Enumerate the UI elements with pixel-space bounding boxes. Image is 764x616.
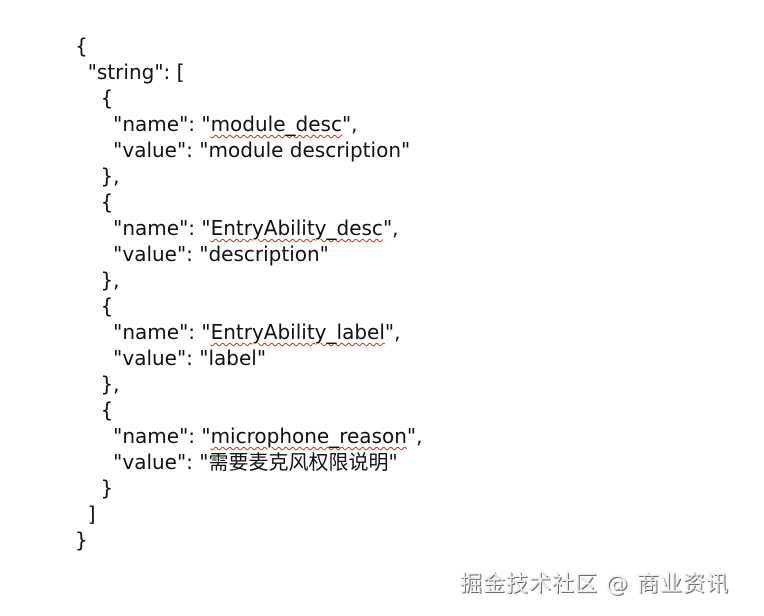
spellcheck-flagged-word: EntryAbility_label [210,320,385,344]
spellcheck-flagged-word: module_desc [210,112,342,136]
code-line: "name": "EntryAbility_desc", [113,216,399,240]
code-line: ] [87,502,96,526]
code-line: "value": "需要麦克风权限说明" [113,450,398,474]
code-line: }, [100,164,120,188]
code-line: "value": "description" [113,242,329,266]
code-line: }, [100,372,120,396]
spellcheck-flagged-word: microphone_reason [210,424,407,448]
code-line: { [100,86,114,110]
watermark: 掘金技术社区 @ 商业资讯 [460,572,729,597]
code-line: { [100,294,114,318]
spellcheck-flagged-word: EntryAbility_desc [210,216,383,240]
code-line: } [75,528,88,552]
code-line: "value": "module description" [113,138,411,162]
code-line: { [100,190,114,214]
code-line: } [100,476,114,500]
code-line: { [100,398,114,422]
code-line: }, [100,268,120,292]
code-line: "name": "module_desc", [113,112,358,136]
json-document: { "string": [ { "name": "module_desc", "… [75,33,422,553]
code-line: "name": "microphone_reason", [113,424,423,448]
code-line: "name": "EntryAbility_label", [113,320,401,344]
code-line: "value": "label" [113,346,267,370]
code-line: { [75,34,88,58]
code-line: "string": [ [87,60,185,84]
